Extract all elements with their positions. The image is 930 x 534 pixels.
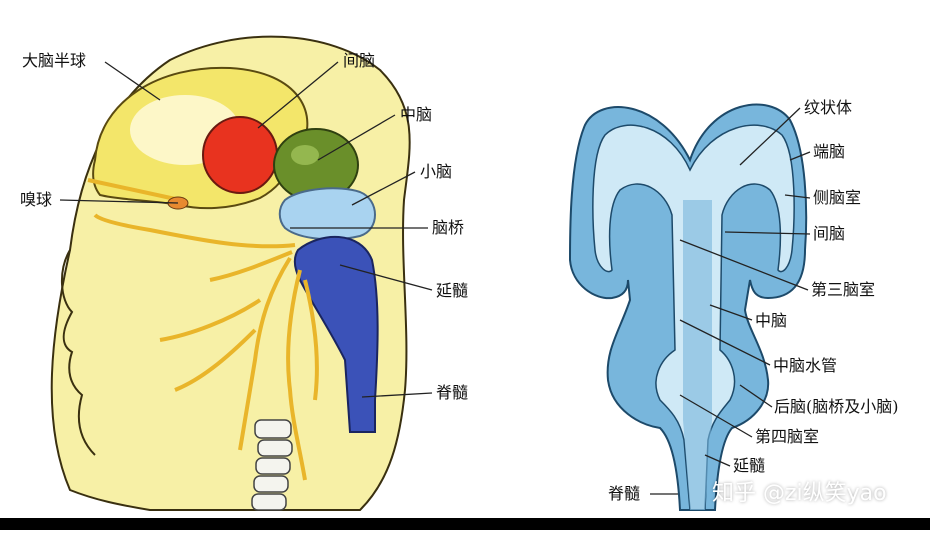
label-cerebrum: 大脑半球 bbox=[22, 51, 87, 70]
label-diencephalon-left: 间脑 bbox=[343, 51, 376, 70]
label-midbrain-right: 中脑 bbox=[755, 311, 788, 330]
vertebrae bbox=[251, 419, 293, 511]
label-aqueduct: 中脑水管 bbox=[773, 356, 838, 375]
nerve-bundle bbox=[87, 178, 319, 481]
bottom-border bbox=[0, 518, 930, 530]
diencephalon-shape bbox=[202, 116, 278, 194]
label-third-ventricle: 第三脑室 bbox=[811, 280, 876, 299]
label-fourth-ventricle: 第四脑室 bbox=[755, 427, 820, 446]
label-spinal-cord-right: 脊髓 bbox=[608, 484, 641, 503]
label-pons: 脑桥 bbox=[432, 218, 465, 237]
label-hindbrain: 后脑(脑桥及小脑) bbox=[774, 397, 899, 416]
label-midbrain-left: 中脑 bbox=[400, 105, 433, 124]
head-illustration bbox=[50, 35, 433, 511]
label-medulla-right: 延髓 bbox=[733, 456, 766, 475]
embryo-brain-illustration bbox=[568, 103, 811, 511]
label-telencephalon: 端脑 bbox=[813, 142, 846, 161]
left-leader-lines bbox=[59, 61, 433, 398]
face-profile bbox=[60, 249, 96, 456]
pons-shape bbox=[278, 187, 376, 241]
label-medulla-left: 延髓 bbox=[436, 281, 469, 300]
label-lateral-ventricle: 侧脑室 bbox=[813, 188, 862, 207]
label-striatum: 纹状体 bbox=[804, 98, 853, 117]
label-olfactory-bulb: 嗅球 bbox=[20, 190, 53, 209]
right-leader-lines bbox=[650, 107, 811, 495]
label-diencephalon-right: 间脑 bbox=[813, 224, 846, 243]
watermark: 知乎 @zi纵笑yao bbox=[712, 481, 887, 506]
embryo-channel bbox=[683, 200, 712, 510]
label-spinal-cord-left: 脊髓 bbox=[436, 383, 469, 402]
label-cerebellum: 小脑 bbox=[420, 162, 453, 181]
